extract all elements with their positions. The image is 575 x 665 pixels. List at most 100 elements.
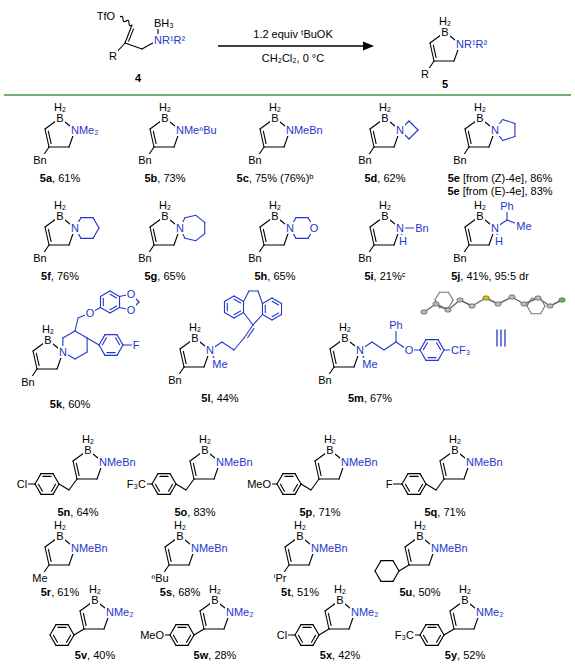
bond-line <box>272 313 278 317</box>
bond-line <box>409 564 429 565</box>
atom-label: B <box>415 530 424 542</box>
atom-label: B <box>475 112 484 124</box>
bond-line <box>196 234 205 241</box>
bond-line <box>194 478 214 479</box>
bond-line <box>436 479 444 490</box>
bond-line <box>503 120 515 124</box>
amine-label: NMe₂ <box>105 606 135 618</box>
bond-line <box>295 484 301 494</box>
amine-label: NMeBn <box>285 124 324 136</box>
bond-line <box>289 564 309 565</box>
compound-number: 4 <box>134 72 142 84</box>
bond-line <box>99 335 105 345</box>
substituent-label: Bn <box>20 376 35 388</box>
compound-label: 5l, 44% <box>200 392 239 404</box>
bond-line <box>438 635 444 645</box>
bond-line <box>105 334 117 335</box>
amine-label: N <box>175 222 185 234</box>
bond-line <box>38 484 42 491</box>
atom-label: B <box>325 444 334 456</box>
bond-line <box>426 484 436 490</box>
bond-line <box>440 292 449 293</box>
bond-line <box>77 478 97 479</box>
compound-label: 5k, 60% <box>49 398 91 410</box>
atom-label: B <box>450 444 459 456</box>
bond-line <box>158 494 170 495</box>
bond-line <box>319 629 329 635</box>
divider-line <box>4 94 571 96</box>
bond-line <box>433 45 436 57</box>
bond-line <box>81 217 93 218</box>
amine-label: N <box>490 222 500 234</box>
compound-number: 5 <box>441 78 449 90</box>
amine-label: NMe₂ <box>475 606 505 618</box>
substituent-label: Me <box>211 358 228 370</box>
bond-line <box>203 613 206 625</box>
bond-line <box>83 613 86 625</box>
bond-line <box>188 635 194 645</box>
bond-line <box>68 625 74 635</box>
compound-label: 5p, 71% <box>299 506 342 518</box>
bond-line <box>75 318 78 331</box>
bond-line <box>152 474 158 484</box>
bond-line <box>313 625 319 635</box>
bond-line <box>58 627 66 628</box>
compound-label: 5q, 71% <box>424 506 467 518</box>
bond-line <box>420 350 426 360</box>
substituent-label: Me <box>515 220 532 232</box>
bond-line <box>68 635 74 645</box>
bond-line <box>434 60 454 61</box>
bond-line <box>468 131 471 143</box>
bond-line <box>263 131 266 143</box>
bond-line <box>435 292 440 300</box>
bond-line <box>87 338 99 345</box>
compound-label: 5x, 42% <box>319 649 361 661</box>
bond-line <box>301 484 311 490</box>
compound-label: 5u, 50% <box>399 586 442 598</box>
bond-line <box>93 218 99 228</box>
substituent-label: Bn <box>357 154 372 166</box>
bond-line <box>84 628 104 629</box>
bond-line <box>227 303 228 310</box>
bond-line <box>35 474 41 484</box>
bond-line <box>185 215 196 218</box>
bond-line <box>438 625 444 635</box>
compound-number: 5d <box>365 172 378 184</box>
bond-line <box>56 645 68 646</box>
bond-line <box>153 131 156 143</box>
bond-line <box>50 625 56 635</box>
amine-label: N <box>355 344 365 356</box>
thermal-ellipsoid <box>521 302 527 306</box>
bond-line <box>103 298 104 305</box>
bond-line <box>117 335 123 345</box>
bond-line <box>296 217 308 218</box>
bond-line <box>420 635 426 645</box>
bond-line <box>75 352 87 359</box>
bond-line <box>437 343 441 350</box>
reagent-text: 1.2 equiv ᵗBuOK <box>252 28 333 40</box>
amine-label: NMe₂ <box>70 124 100 136</box>
amine-label: NMeⁿBu <box>175 124 218 136</box>
bond-line <box>318 463 321 475</box>
bond-line <box>285 476 293 477</box>
atom-label: B <box>160 112 169 124</box>
bond-line <box>67 635 71 642</box>
bond-line <box>53 635 57 642</box>
bond-line <box>178 627 186 628</box>
bond-line <box>375 561 381 571</box>
compound-number: 5y <box>445 649 457 661</box>
bond-line <box>186 479 194 490</box>
compound-label: 5o, 83% <box>174 506 217 518</box>
bond-line <box>87 338 88 352</box>
bond-line <box>107 352 115 353</box>
bond-line <box>393 571 399 581</box>
bond-line <box>129 29 134 41</box>
bond-line <box>48 549 51 561</box>
thermal-ellipsoid <box>433 302 439 306</box>
bond-line <box>408 549 411 561</box>
bond-line <box>301 624 313 625</box>
bond-line <box>395 330 396 342</box>
atom-label: B <box>55 210 64 222</box>
compound-label: 5s, 68% <box>159 586 201 598</box>
atom-label: B <box>160 210 169 222</box>
